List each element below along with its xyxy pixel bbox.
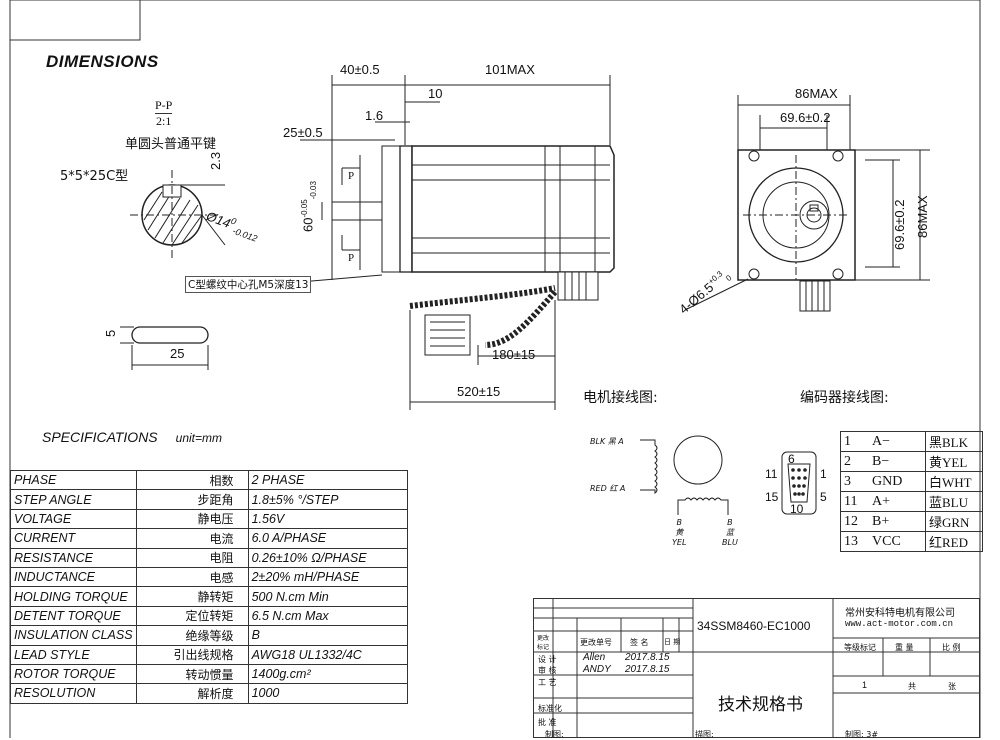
- company-website: www.act-motor.com.cn: [845, 619, 954, 629]
- standard-label: 标准化: [538, 704, 562, 713]
- motor-wiring-title: 电机接线图:: [583, 390, 658, 406]
- key-length: 25: [170, 346, 185, 361]
- body-length: 101MAX: [485, 62, 535, 77]
- thread-note: C型螺纹中心孔M5深度13: [185, 276, 312, 293]
- front-width-max: 86MAX: [795, 86, 838, 101]
- dim-1-6: 1.6: [365, 108, 384, 123]
- section-mark-top: P: [348, 170, 355, 182]
- weight-label: 重 量: [895, 643, 914, 652]
- shaft-length: 25±0.5: [283, 125, 323, 140]
- pin-5: 5: [820, 490, 827, 504]
- encoder-cable-length: 180±15: [492, 347, 536, 362]
- motor-wiring-diagram: [640, 435, 729, 515]
- pin-10: 10: [790, 502, 804, 516]
- wire-red-label: RED 红 A: [590, 484, 626, 493]
- key-spec: 5*5*25C型: [60, 169, 129, 184]
- document-title: 技术规格书: [718, 695, 803, 715]
- ratio-label: 比 例: [942, 643, 961, 652]
- header-change-no: 更改单号: [580, 638, 612, 647]
- title-block-grid: [533, 598, 980, 738]
- front-height-spacing: 69.6±0.2: [892, 199, 907, 250]
- review-label: 审 核: [538, 666, 557, 675]
- total-label: 共: [908, 682, 916, 691]
- review-date: 2017.8.15: [625, 664, 670, 675]
- company-name: 常州安科特电机有限公司: [845, 608, 955, 619]
- design-label: 设 计: [538, 655, 557, 664]
- header-date: 日 期: [664, 638, 681, 646]
- sheet-count: 1: [862, 680, 868, 690]
- front-height-max: 86MAX: [915, 195, 930, 238]
- shaft-section-drawing: [130, 170, 226, 260]
- wire-blk-label: BLK 黑 A: [590, 437, 624, 446]
- section-note: 单圆头普通平键: [125, 137, 217, 152]
- process-label: 工 艺: [538, 678, 557, 687]
- design-date: 2017.8.15: [625, 652, 670, 663]
- pin-1: 1: [820, 467, 827, 481]
- review-by: ANDY: [583, 664, 611, 675]
- pilot-diameter: 60-0.05-0.03: [300, 181, 318, 232]
- section-mark-bottom: P: [348, 252, 355, 264]
- motor-front-drawing: [684, 95, 930, 312]
- sheet-label: 张: [948, 682, 956, 691]
- key-width: 5: [103, 329, 118, 337]
- header-change-mark: 更改标记: [537, 635, 550, 651]
- grade-label: 等级标记: [844, 643, 876, 652]
- draw-label: 制图:: [545, 730, 564, 739]
- compile-label: 制图: 3#: [845, 730, 879, 739]
- section-label: P-P 2:1: [155, 98, 173, 128]
- flange-length: 40±0.5: [340, 62, 380, 77]
- page-title: DIMENSIONS: [46, 52, 159, 71]
- pin-15: 15: [765, 490, 779, 504]
- encoder-wiring-title: 编码器接线图:: [800, 390, 889, 406]
- header-sign: 签 名: [630, 638, 649, 647]
- key-drawing: [120, 326, 209, 370]
- front-bolt-spacing: 69.6±0.2: [780, 110, 831, 125]
- pin-11: 11: [765, 467, 778, 481]
- pin-6: 6: [788, 452, 795, 466]
- db15-connector-icon: [781, 451, 817, 515]
- motor-cable-length: 520±15: [457, 384, 501, 399]
- model-number: 34SSM8460-EC1000: [697, 619, 811, 633]
- design-by: Allen: [583, 652, 606, 663]
- approve-label: 批 准: [538, 718, 557, 727]
- trace-label: 描图:: [695, 730, 714, 739]
- motor-side-drawing: [300, 75, 615, 410]
- dim-10: 10: [428, 86, 443, 101]
